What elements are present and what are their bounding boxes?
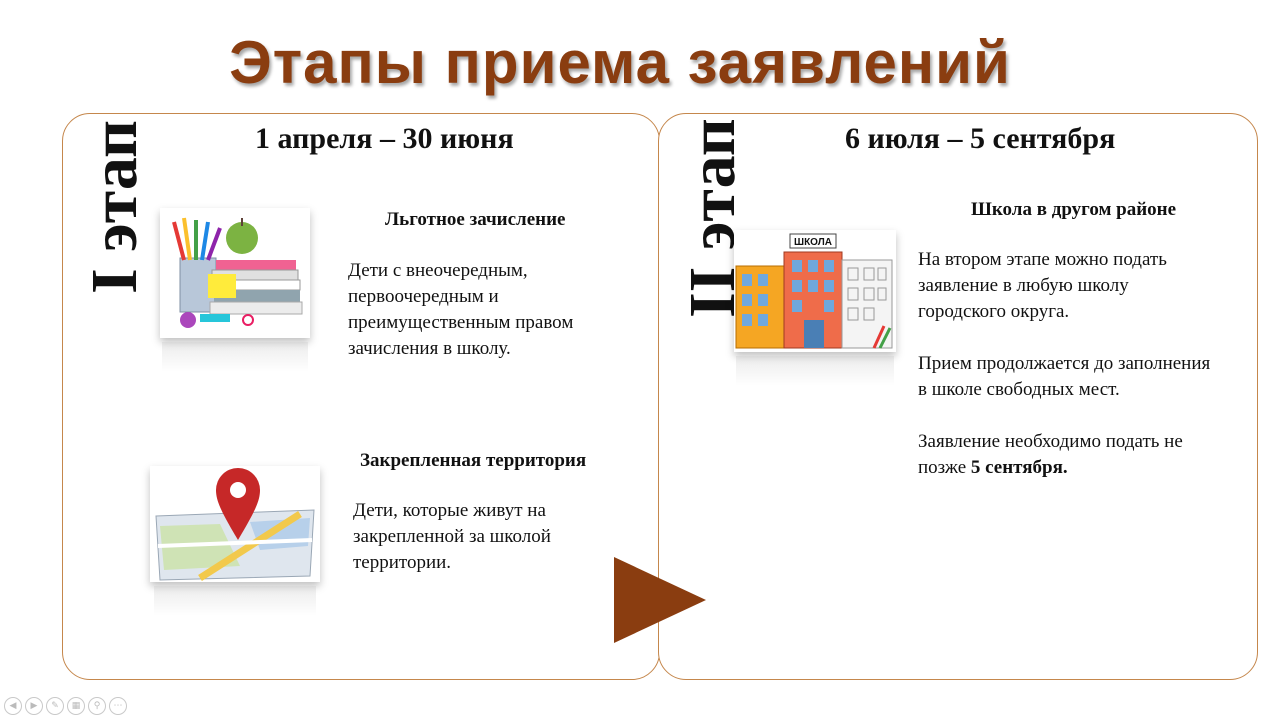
slide-title: Этапы приема заявлений xyxy=(229,29,1011,96)
stage-2-panel xyxy=(658,113,1258,680)
next-icon[interactable]: ▶ xyxy=(25,697,43,715)
section-text: Дети с внеочередным, первоочередным и пр… xyxy=(348,260,574,359)
prev-icon[interactable]: ◀ xyxy=(4,697,22,715)
next-arrow-icon[interactable] xyxy=(614,557,706,643)
stage-1-period: 1 апреля – 30 июня xyxy=(255,122,514,155)
zoom-icon[interactable]: ⚲ xyxy=(88,697,106,715)
stage-1-panel xyxy=(62,113,660,680)
pen-icon[interactable]: ✎ xyxy=(46,697,64,715)
school-supplies-icon xyxy=(160,208,310,338)
stage-1-label: I этап xyxy=(78,119,151,294)
section-text: На втором этапе можно подать заявление в… xyxy=(918,249,1211,478)
more-icon[interactable]: ⋯ xyxy=(109,697,127,715)
image-reflection xyxy=(154,586,316,616)
svg-text:ШКОЛА: ШКОЛА xyxy=(794,237,832,248)
section-heading: Школа в другом районе xyxy=(971,199,1177,220)
section-heading: Закрепленная территория xyxy=(360,450,587,471)
slides-icon[interactable]: ▦ xyxy=(67,697,85,715)
deadline-date: 5 сентября. xyxy=(970,457,1068,478)
map-pin-icon xyxy=(150,466,320,582)
image-reflection xyxy=(736,356,894,386)
image-reflection xyxy=(162,342,308,372)
presentation-toolbar: ◀ ▶ ✎ ▦ ⚲ ⋯ xyxy=(4,697,127,715)
section-text: Дети, которые живут на закрепленной за ш… xyxy=(353,500,551,573)
stage-2-period: 6 июля – 5 сентября xyxy=(845,122,1116,155)
section-heading: Льготное зачисление xyxy=(385,209,566,230)
school-building-icon: ШКОЛА xyxy=(734,230,896,352)
